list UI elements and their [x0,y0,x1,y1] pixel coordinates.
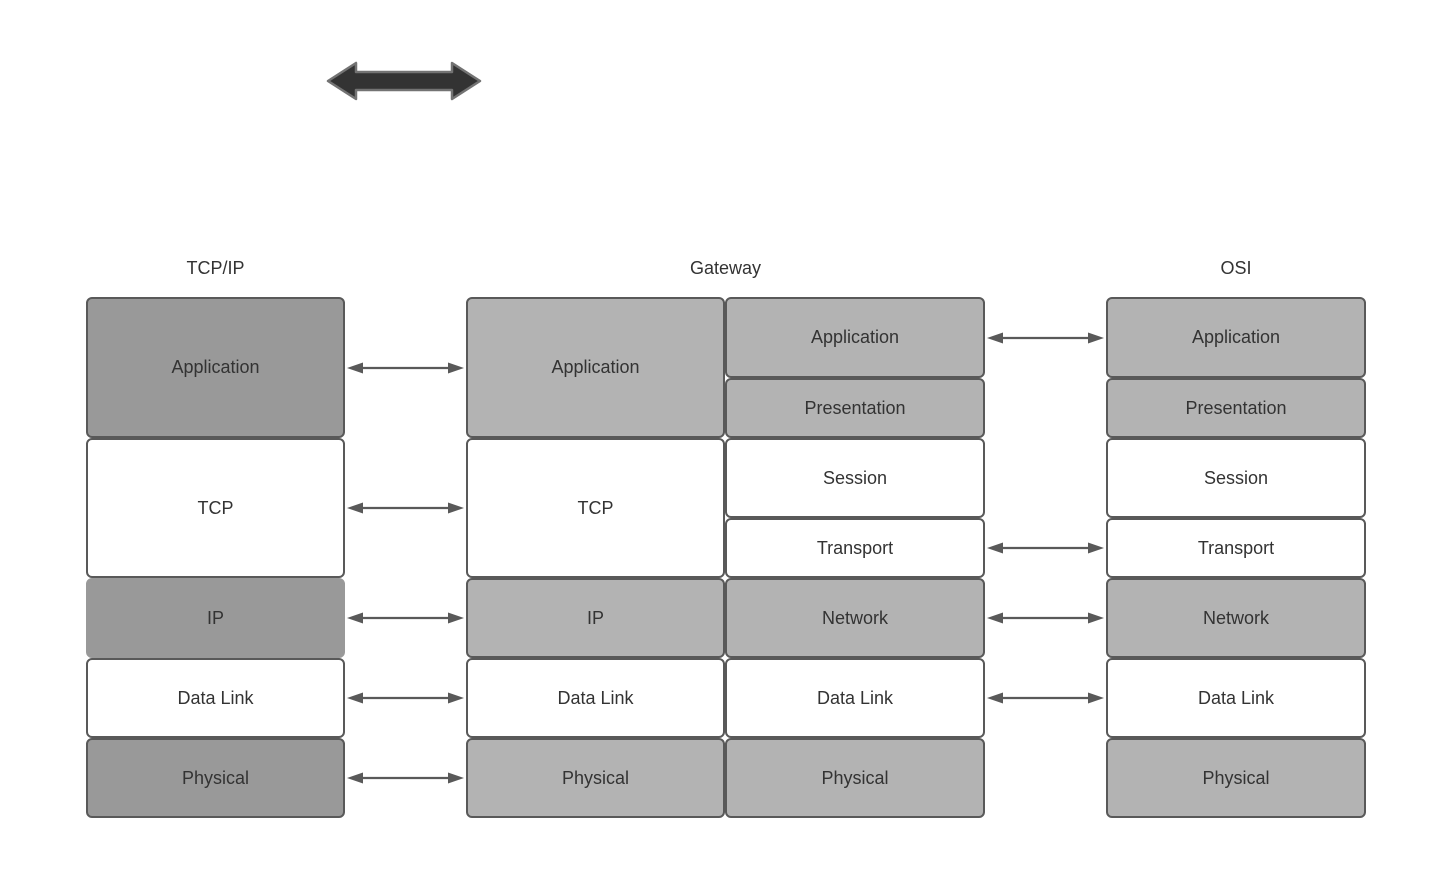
tcpip-column-title: TCP/IP [186,258,245,278]
gateway-right-layer-physical: Physical [725,738,985,818]
osi-layer-session: Session [1106,438,1366,518]
gateway-osi-arrow-application [987,332,1104,344]
osi-column-title: OSI [1220,258,1252,278]
tcpip-layer-ip: IP [86,578,345,658]
gateway-right-layer-network: Network [725,578,985,658]
gateway-right-layer-presentation: Presentation [725,378,985,438]
osi-stack: Application Presentation Session Transpo… [1106,297,1366,818]
gateway-right-layer-transport: Transport [725,518,985,578]
tcpip-layer-tcp: TCP [86,438,345,578]
gateway-left-layer-physical: Physical [466,738,725,818]
gateway-left-layer-application: Application [466,297,725,438]
tcpip-layer-data-link: Data Link [86,658,345,738]
osi-layer-data-link: Data Link [1106,658,1366,738]
osi-layer-physical: Physical [1106,738,1366,818]
gateway-right-layer-session: Session [725,438,985,518]
gateway-left-layer-data-link: Data Link [466,658,725,738]
osi-layer-presentation: Presentation [1106,378,1366,438]
gateway-column-title: Gateway [689,258,762,278]
tcpip-layer-physical: Physical [86,738,345,818]
gateway-right-layer-application: Application [725,297,985,378]
tcpip-layer-application: Application [86,297,345,438]
gateway-left-layer-tcp: TCP [466,438,725,578]
gateway-right-layer-data-link: Data Link [725,658,985,738]
osi-layer-transport: Transport [1106,518,1366,578]
gateway-right-stack: Application Presentation Session Transpo… [725,297,985,818]
osi-layer-network: Network [1106,578,1366,658]
gateway-left-layer-ip: IP [466,578,725,658]
osi-layer-application: Application [1106,297,1366,378]
tcpip-gateway-arrow-physical [347,772,464,784]
tcpip-gateway-arrow-application [347,362,464,374]
gateway-osi-arrow-data-link [987,692,1104,704]
gateway-osi-arrow-network [987,612,1104,624]
tcpip-gateway-arrow-tcp [347,502,464,514]
gateway-osi-arrow-transport [987,542,1104,554]
tcpip-gateway-arrow-data-link [347,692,464,704]
tcpip-stack: Application TCP IP Data Link Physical [86,297,345,818]
gateway-left-stack: Application TCP IP Data Link Physical [466,297,725,818]
double-headed-arrow-icon [326,61,482,101]
tcpip-gateway-arrow-ip [347,612,464,624]
